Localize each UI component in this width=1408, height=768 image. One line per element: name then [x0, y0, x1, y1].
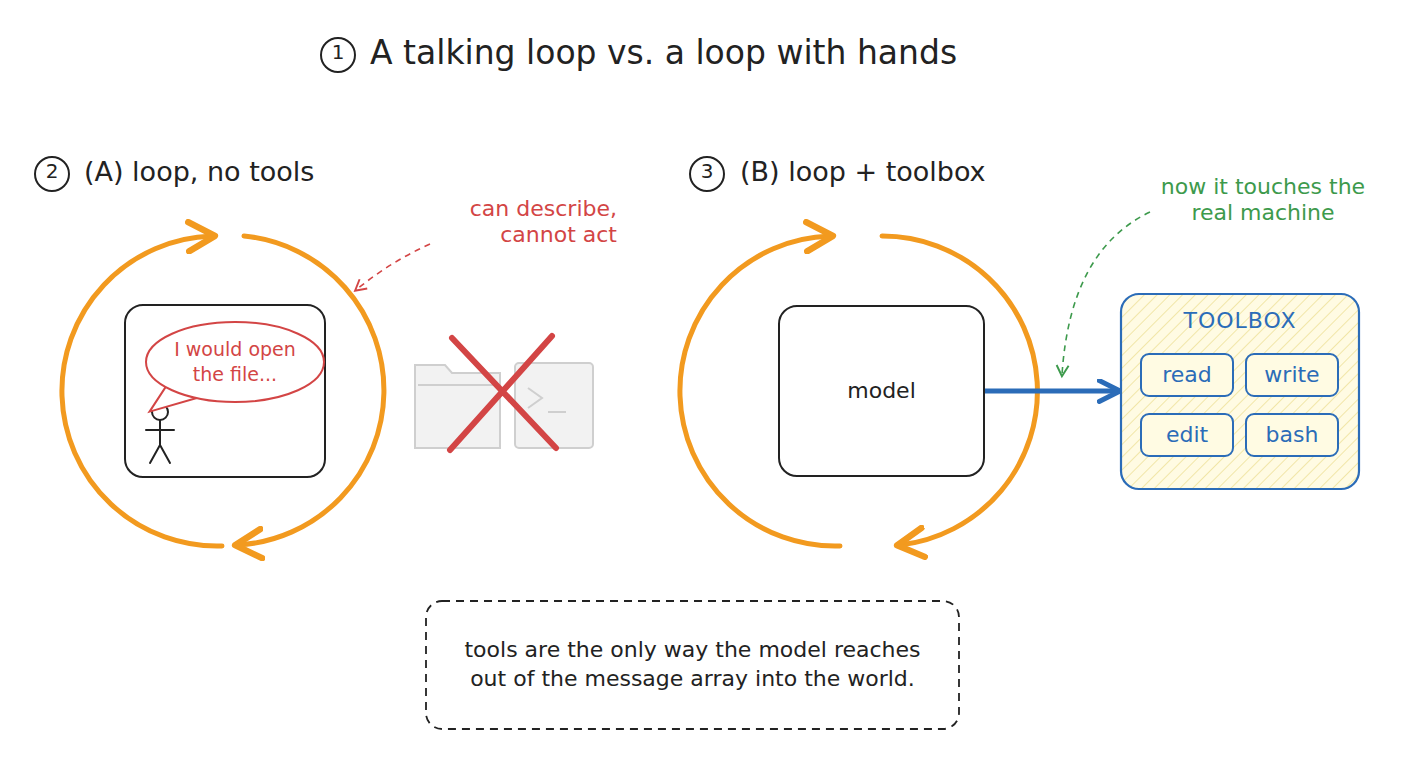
bubble-outline [146, 322, 324, 402]
annotation: can describe, cannot act [432, 196, 617, 249]
node-text: read [1162, 361, 1212, 390]
chat-box [125, 305, 325, 477]
disabled-tool-icons [415, 363, 593, 448]
caption-outline [425, 600, 960, 730]
callout-number: 1 [321, 40, 355, 64]
tool-box: edit [1140, 413, 1234, 457]
speech-bubble: I would open the file... [146, 322, 324, 402]
node-text: bash [1266, 421, 1319, 450]
node-text: tools are the only way the model reaches… [453, 636, 932, 693]
annotation: now it touches the real machine [1148, 174, 1378, 227]
node-text: TOOLBOX [1183, 307, 1296, 336]
cross-mark [450, 336, 556, 450]
tool-box: write [1245, 353, 1339, 397]
callout-number: 3 [690, 159, 724, 183]
tool-box: bash [1245, 413, 1339, 457]
callout-number: 2 [35, 159, 69, 183]
tool-box: read [1140, 353, 1234, 397]
annotation: (B) loop + toolbox [740, 156, 1080, 188]
connector-arrow [985, 389, 1118, 394]
callout-circle [321, 38, 355, 72]
annotation: (A) loop, no tools [84, 156, 414, 188]
node-text: write [1264, 361, 1319, 390]
callout-circle [35, 157, 69, 191]
toolbox-panel: TOOLBOX read write edit bash [1120, 293, 1360, 490]
node-text: I would open the file... [164, 337, 306, 386]
title: A talking loop vs. a loop with hands [370, 33, 957, 73]
node-text: edit [1166, 421, 1208, 450]
stick-figure [146, 404, 174, 463]
bubble-outline [146, 322, 324, 402]
node-text: model [847, 377, 916, 406]
caption-box: tools are the only way the model reaches… [425, 600, 960, 730]
callout-circle [690, 157, 724, 191]
model-box: model [778, 305, 985, 477]
leader-line [356, 244, 430, 290]
